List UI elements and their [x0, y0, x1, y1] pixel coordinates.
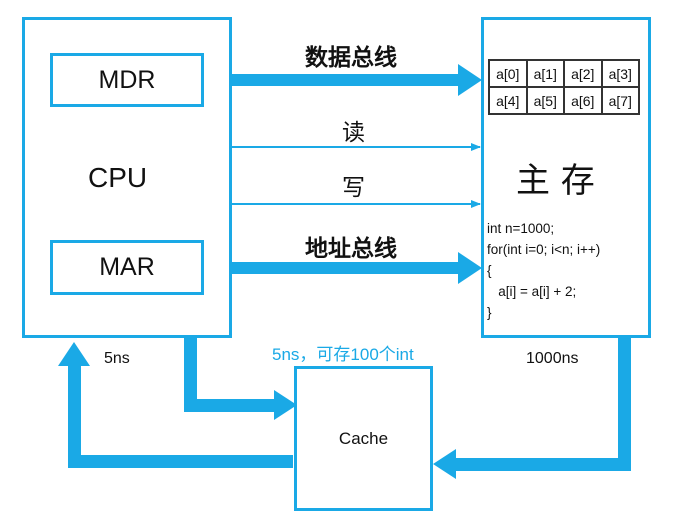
memory-cell: a[7]	[601, 87, 639, 114]
memory-cell: a[6]	[564, 87, 602, 114]
memory-cell: a[2]	[564, 60, 602, 87]
cache-to-cpu-arrow	[58, 342, 293, 468]
mar-box: MAR	[50, 240, 204, 295]
data-bus-label: 数据总线	[305, 44, 397, 70]
memory-cell: a[0]	[489, 60, 527, 87]
code-line: for(int i=0; i<n; i++)	[487, 242, 601, 257]
memory-latency-label: 1000ns	[526, 350, 579, 367]
read-label: 读	[342, 119, 365, 145]
mdr-box: MDR	[50, 53, 204, 107]
memory-to-cache-arrow	[433, 338, 631, 479]
cpu-latency-label: 5ns	[104, 350, 130, 367]
address-bus-arrow	[204, 252, 482, 284]
main-memory-label: 主 存	[516, 161, 595, 201]
main-memory-box	[481, 17, 651, 338]
cache-box: Cache	[294, 366, 433, 511]
code-snippet: int n=1000; for(int i=0; i<n; i++) { a[i…	[487, 218, 647, 323]
code-line: }	[487, 305, 492, 320]
memory-cell: a[4]	[489, 87, 527, 114]
memory-cell: a[3]	[601, 60, 639, 87]
mar-label: MAR	[99, 253, 155, 281]
memory-array-grid: a[0] a[1] a[2] a[3] a[4] a[5] a[6] a[7]	[488, 59, 640, 115]
write-label: 写	[342, 174, 365, 200]
memory-cell: a[1]	[526, 60, 564, 87]
cpu-label: CPU	[88, 162, 148, 193]
code-line: int n=1000;	[487, 221, 555, 236]
code-line: a[i] = a[i] + 2;	[487, 284, 577, 299]
cache-label: Cache	[338, 428, 389, 448]
mdr-label: MDR	[98, 65, 156, 94]
cpu-to-cache-arrow	[184, 338, 297, 420]
code-line: {	[487, 263, 492, 278]
cache-note: 5ns，可存100个int	[272, 345, 414, 364]
memory-cell: a[5]	[526, 87, 564, 114]
address-bus-label: 地址总线	[305, 235, 397, 261]
